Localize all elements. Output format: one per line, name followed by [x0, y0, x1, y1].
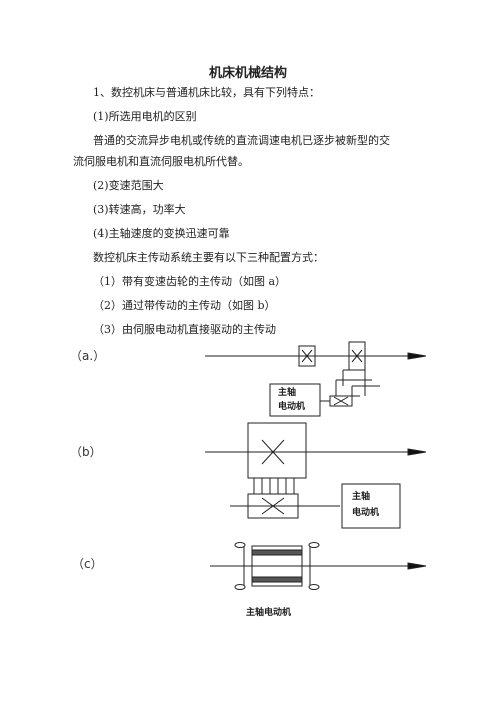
motor-label-a-line2: 电动机 — [278, 402, 306, 412]
config-item-belt: （2）通过带传动的主传动（如图 b） — [93, 299, 276, 312]
motor-label-a-line1: 主轴 — [278, 388, 297, 398]
item-speed-power: (3)转速高，功率大 — [93, 203, 186, 216]
config-item-gear: （1）带有变速齿轮的主传动（如图 a） — [93, 275, 287, 288]
motor-box-a — [269, 383, 321, 417]
gear-box-a1 — [298, 345, 316, 367]
document-title: 机床机械结构 — [208, 66, 287, 81]
diagram-a-label: （a.） — [70, 349, 106, 363]
shaft-arrow-a — [407, 352, 427, 360]
diagram-b-label: （b） — [70, 445, 102, 459]
motor-label-b-line2: 电动机 — [352, 508, 380, 518]
item-spindle-change: (4)主轴速度的变换迅速可靠 — [93, 227, 230, 240]
diagram-b — [205, 422, 427, 529]
paragraph-motor-line2: 流伺服电机和直流伺服电机所代替。 — [73, 155, 249, 168]
item-motor-difference: (1)所选用电机的区别 — [93, 110, 197, 123]
paragraph-motor-line1: 普通的交流异步电机或传统的直流调速电机已逐步被新型的交 — [93, 134, 390, 147]
motor-box-b — [341, 483, 401, 529]
paragraph-comparison: 1、数控机床与普通机床比较，具有下列特点： — [93, 86, 320, 99]
diagram-c-label: （c） — [72, 557, 103, 571]
item-speed-range: (2)变速范围大 — [93, 179, 164, 192]
paragraph-config-intro: 数控机床主传动系统主要有以下三种配置方式： — [93, 251, 324, 264]
shaft-arrow-c — [407, 562, 427, 570]
servo-motor-box-c — [251, 545, 303, 587]
pulley-box-b1 — [247, 422, 307, 479]
config-item-servo: （3）由伺服电动机直接驱动的主传动 — [93, 323, 276, 336]
motor-caption-c: 主轴电动机 — [246, 608, 292, 618]
motor-label-b-line1: 主轴 — [352, 492, 371, 502]
diagram-c — [210, 542, 427, 590]
shaft-arrow-b — [407, 448, 427, 456]
diagram-a — [205, 341, 427, 417]
